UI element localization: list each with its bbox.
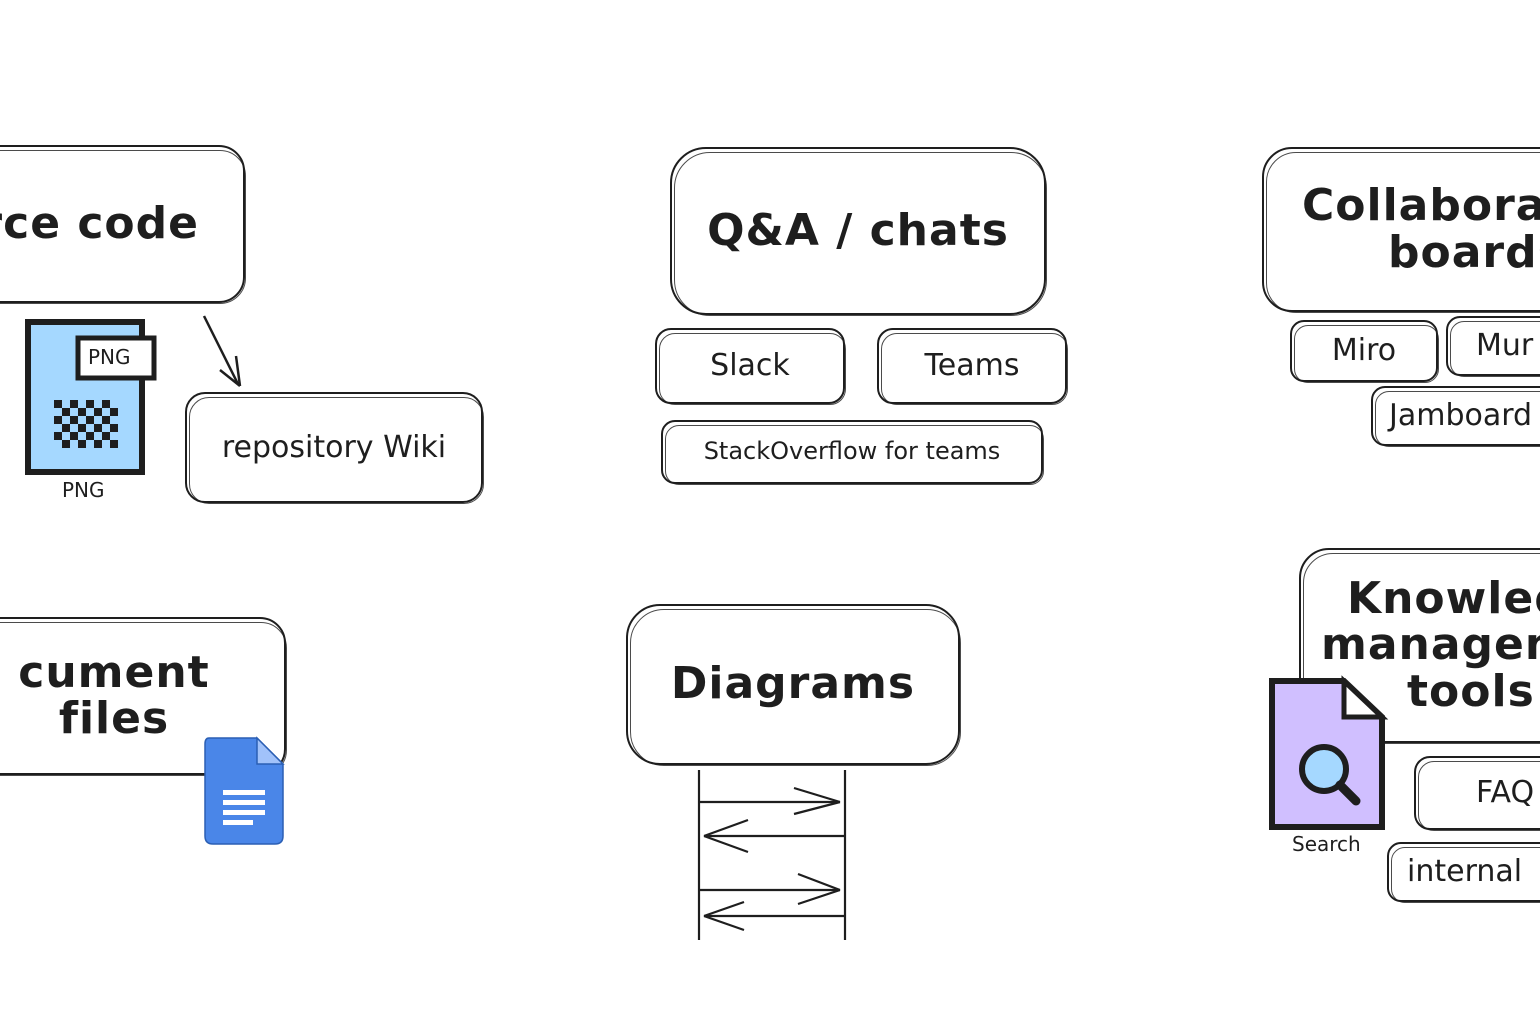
qa-chats-label: Q&A / chats [707, 204, 1009, 256]
internal-box[interactable]: internal [1387, 842, 1540, 903]
repository-wiki-box[interactable]: repository Wiki [185, 392, 484, 504]
miro-box[interactable]: Miro [1290, 320, 1439, 383]
jamboard-label: Jamboard [1389, 398, 1533, 434]
internal-label: internal [1407, 854, 1523, 890]
slack-label: Slack [710, 348, 790, 384]
knowledge-label-line2: manageme [1321, 619, 1540, 671]
knowledge-management-box[interactable]: Knowledg manageme tools [1299, 548, 1540, 744]
google-doc-icon [204, 736, 285, 845]
png-file-icon [25, 319, 157, 475]
teams-label: Teams [924, 348, 1020, 384]
jamboard-box[interactable]: Jamboard [1371, 386, 1540, 447]
source-code-box[interactable]: rce code [0, 145, 246, 304]
mural-box[interactable]: Mur [1446, 316, 1540, 377]
sequence-diagram-sketch [697, 770, 847, 940]
arrow-to-wiki [202, 315, 242, 387]
faq-box[interactable]: FAQ [1414, 756, 1540, 831]
knowledge-label-line3: tools [1407, 665, 1535, 717]
source-code-label: rce code [0, 197, 199, 249]
diagrams-box[interactable]: Diagrams [626, 604, 961, 766]
png-caption: PNG [62, 478, 105, 502]
document-files-label: cument files [18, 646, 210, 744]
repository-wiki-label: repository Wiki [221, 429, 447, 465]
collab-boards-box[interactable]: Collaborat boards [1262, 147, 1540, 313]
collab-label-line2: boards [1388, 226, 1540, 278]
png-badge-label: PNG [88, 345, 131, 369]
collab-label-line1: Collaborat [1302, 180, 1540, 232]
search-caption: Search [1292, 832, 1361, 856]
stackoverflow-label: StackOverflow for teams [703, 437, 1001, 466]
teams-box[interactable]: Teams [877, 328, 1068, 405]
miro-label: Miro [1331, 333, 1397, 369]
stackoverflow-box[interactable]: StackOverflow for teams [661, 420, 1044, 485]
slack-box[interactable]: Slack [655, 328, 846, 405]
mural-label: Mur [1476, 328, 1534, 364]
knowledge-label-line1: Knowledg [1347, 573, 1540, 625]
search-file-icon [1269, 675, 1389, 830]
qa-chats-box[interactable]: Q&A / chats [670, 147, 1047, 316]
diagrams-label: Diagrams [670, 658, 916, 710]
faq-label: FAQ [1476, 775, 1535, 811]
